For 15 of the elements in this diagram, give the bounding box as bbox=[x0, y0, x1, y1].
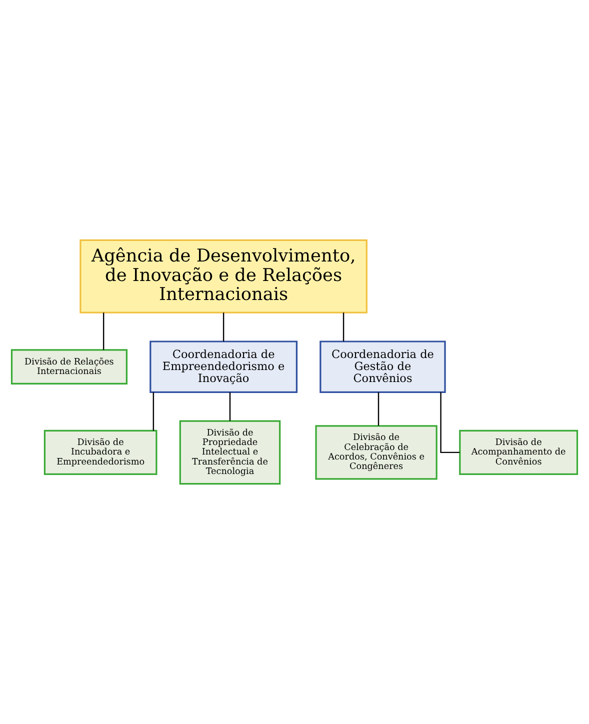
node-box: Coordenadoria de Gestão de Convênios bbox=[320, 340, 446, 393]
connector bbox=[152, 392, 154, 431]
connector bbox=[102, 312, 104, 350]
node-box: Agência de Desenvolvimento, de Inovação e de Relações Internacionais bbox=[80, 239, 368, 314]
connector bbox=[342, 312, 344, 342]
node-box: Divisão de Incubadora e Empreendedorismo bbox=[44, 430, 158, 475]
node-box: Divisão de Acompanhamento de Convênios bbox=[459, 430, 578, 475]
connector bbox=[229, 392, 231, 421]
connector bbox=[378, 392, 380, 426]
node-box: Coordenadoria de Empreendedorismo e Inovação bbox=[150, 340, 298, 393]
connector bbox=[222, 312, 224, 342]
node-box: Divisão de Relações Internacionais bbox=[10, 349, 128, 384]
node-box: Divisão de Celebração de Acordos, Convênios e Congêneres bbox=[315, 425, 438, 480]
connector bbox=[440, 392, 460, 454]
node-box: Divisão de Propriedade Intelectual e Transferência de Tecnologia bbox=[179, 420, 281, 485]
